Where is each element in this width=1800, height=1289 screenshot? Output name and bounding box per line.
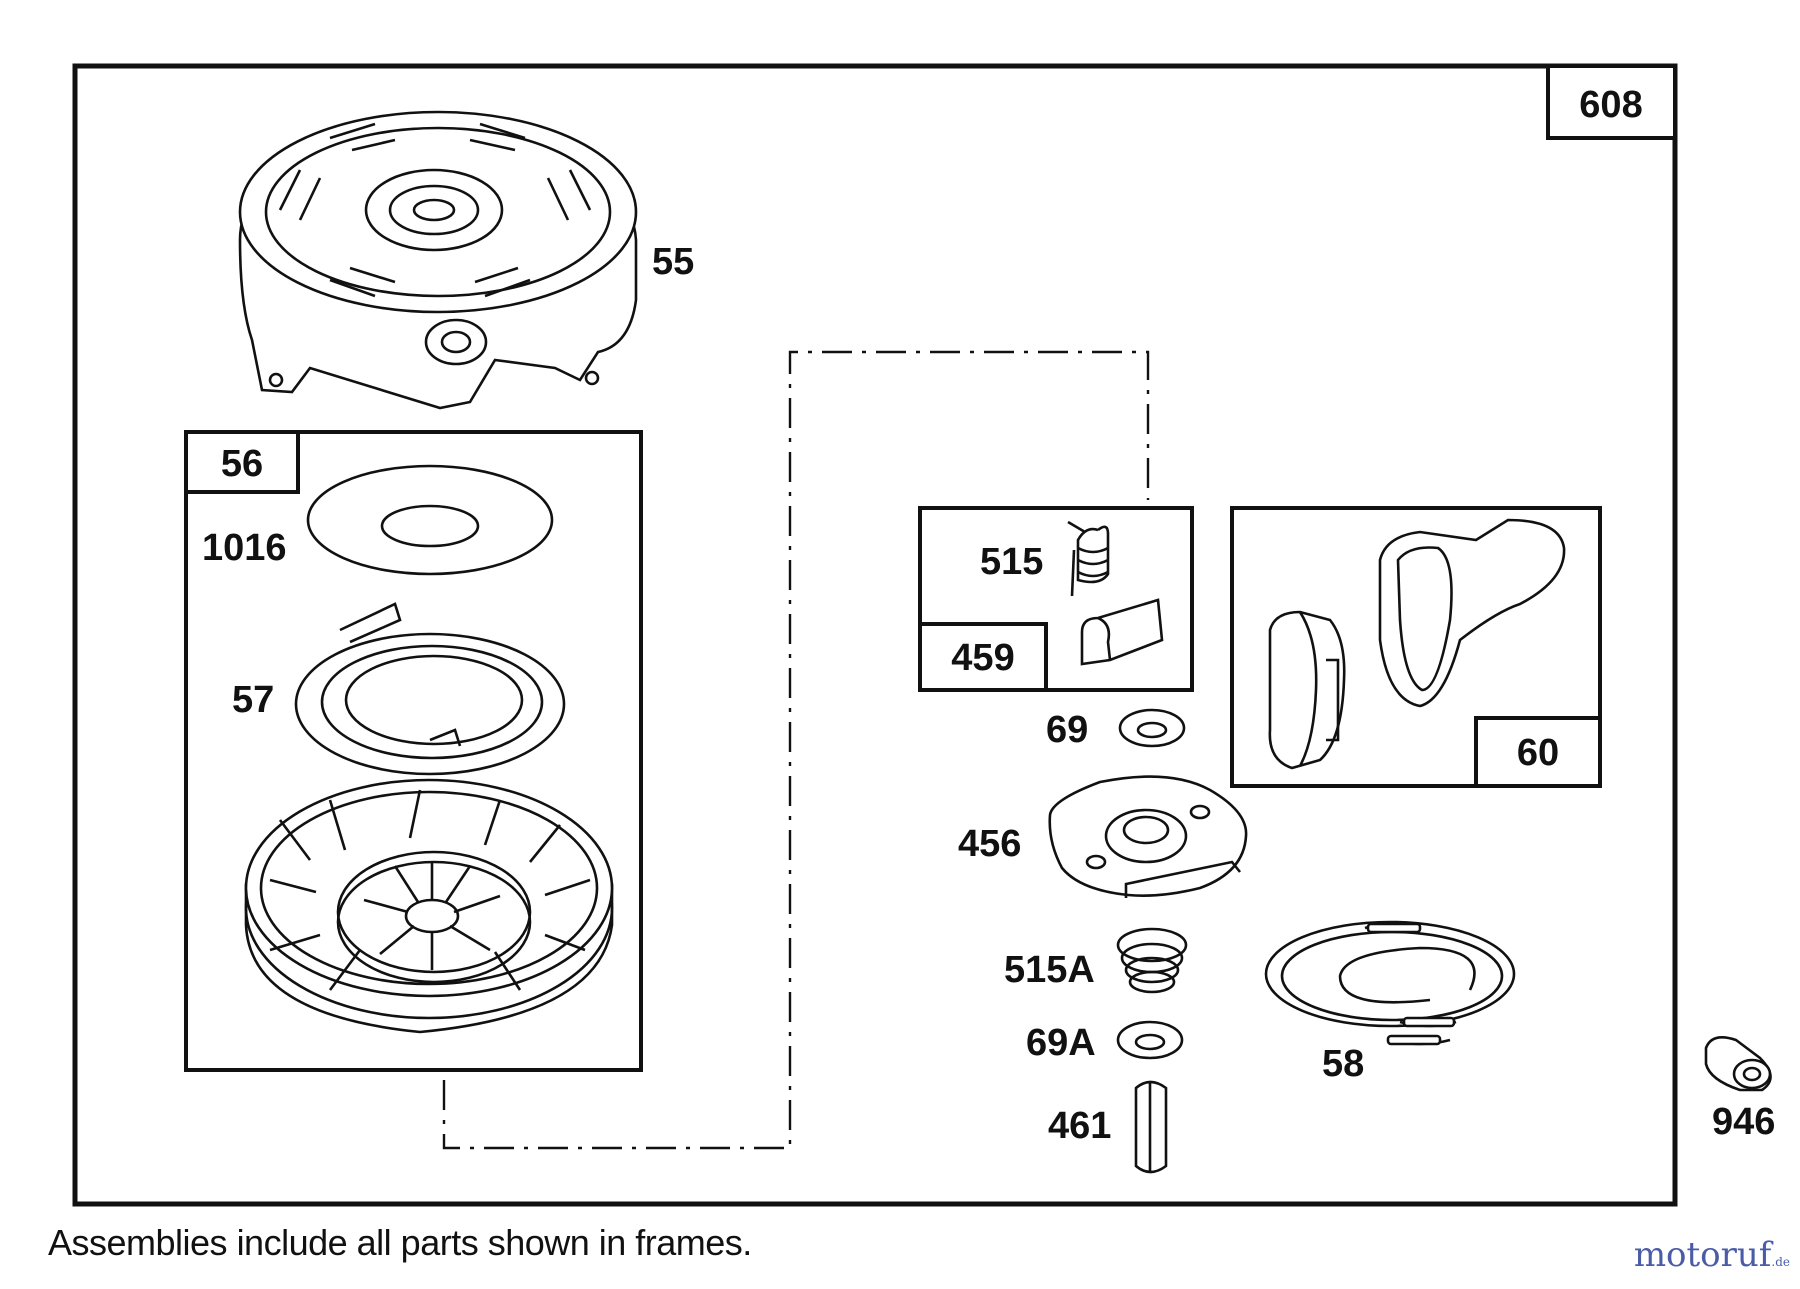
label-58: 58 (1322, 1043, 1364, 1085)
starter-rope-58 (1264, 920, 1516, 1046)
assembly-frame-608 (72, 63, 1678, 1207)
label-1016: 1016 (202, 527, 287, 569)
pawl-459 (1080, 598, 1164, 666)
brand-watermark: motoruf.de (1634, 1235, 1790, 1275)
label-60: 60 (1517, 732, 1559, 774)
torsion-spring-515 (1067, 520, 1110, 597)
assembly-connector-line (442, 350, 1150, 1150)
retainer-461 (1134, 1080, 1168, 1174)
washer-1016 (306, 464, 554, 576)
brand-suffix: .de (1771, 1255, 1790, 1269)
label-55: 55 (652, 241, 694, 283)
label-69: 69 (1046, 709, 1088, 751)
label-69A: 69A (1026, 1022, 1096, 1064)
label-box-608 (1546, 64, 1677, 140)
label-box-56 (184, 430, 300, 494)
starter-pulley (244, 778, 614, 1034)
spring-515A (1116, 927, 1188, 994)
washer-69A (1116, 1020, 1184, 1060)
label-515A: 515A (1004, 949, 1095, 991)
assembly-note: Assemblies include all parts shown in fr… (48, 1222, 752, 1263)
label-946: 946 (1712, 1101, 1775, 1143)
starter-housing-55 (238, 110, 638, 410)
rewind-spring-57 (294, 602, 566, 776)
label-56: 56 (221, 443, 263, 485)
brand-name: motoruf (1633, 1235, 1772, 1275)
label-57: 57 (232, 679, 274, 721)
label-box-60 (1474, 716, 1602, 788)
washer-69 (1118, 708, 1186, 748)
sleeve-946 (1704, 1036, 1772, 1092)
label-459: 459 (951, 637, 1014, 679)
label-456: 456 (958, 823, 1021, 865)
cam-plate-456 (1048, 775, 1248, 898)
label-608: 608 (1579, 84, 1642, 126)
label-box-459 (918, 622, 1048, 692)
starter-handle-60 (1268, 518, 1566, 770)
label-515: 515 (980, 541, 1043, 583)
label-461: 461 (1048, 1105, 1111, 1147)
